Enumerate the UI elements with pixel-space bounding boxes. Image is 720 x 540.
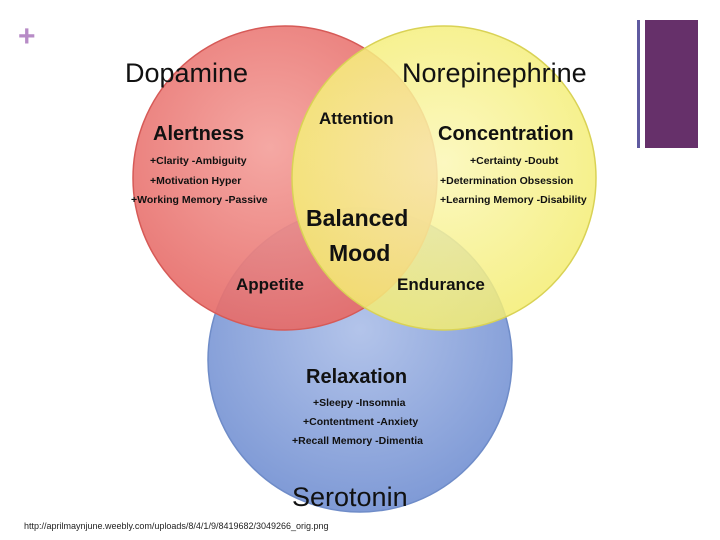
dopamine-title: Dopamine [125,58,249,88]
plus-icon: + [18,20,36,53]
decorative-line [637,20,640,148]
dopamine-item: +Motivation Hyper [150,175,242,187]
norepinephrine-title: Norepinephrine [402,58,587,88]
serotonin-item: +Contentment -Anxiety [303,416,419,428]
serotonin-item: +Sleepy -Insomnia [313,397,406,409]
serotonin-label: Relaxation [306,366,408,388]
appetite-label: Appetite [236,275,304,294]
dopamine-item: +Working Memory -Passive [131,194,268,206]
decorative-block [645,20,698,148]
balanced-mood-line2: Mood [329,240,391,266]
norepinephrine-label: Concentration [438,123,574,145]
attention-label: Attention [319,109,394,128]
endurance-label: Endurance [397,275,485,294]
source-link[interactable]: http://aprilmaynjune.weebly.com/uploads/… [24,521,329,531]
serotonin-item: +Recall Memory -Dimentia [292,435,424,447]
dopamine-item: +Clarity -Ambiguity [150,155,247,167]
balanced-mood-line1: Balanced [306,205,409,231]
serotonin-title: Serotonin [292,482,408,512]
norepinephrine-item: +Learning Memory -Disability [440,194,587,206]
dopamine-label: Alertness [153,123,245,145]
norepinephrine-item: +Determination Obsession [440,175,574,187]
norepinephrine-item: +Certainty -Doubt [470,155,559,167]
norepinephrine-circle [291,25,597,331]
